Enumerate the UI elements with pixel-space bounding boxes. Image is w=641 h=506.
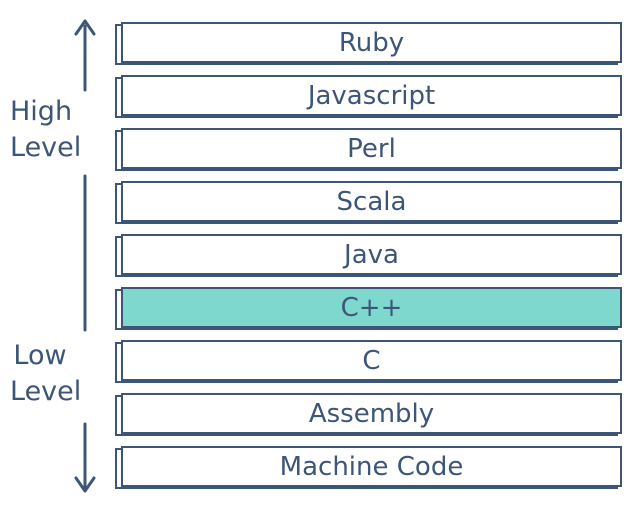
down-arrow-icon [74,476,96,493]
low-level-label-line2: Level [10,376,82,407]
layer-face [121,128,622,169]
layer-face [121,75,622,116]
layer-label: Machine Code [279,451,464,482]
layer-bottom-edge [115,485,618,489]
low-level-label-line1: Low [13,340,67,371]
language-layer: Ruby [115,20,622,65]
layer-face [121,234,622,275]
high-level-label-line2: Level [10,132,82,163]
layer-label: C++ [340,292,403,323]
layer-label: C [362,345,381,376]
layer-face [121,22,622,63]
language-layer: Javascript [115,73,622,118]
low-level-label: Low Level [10,338,82,410]
language-layer: Java [115,232,622,277]
language-layer: Assembly [115,391,622,436]
layer-face [121,446,622,487]
layer-face [121,287,622,328]
layer-label: Javascript [307,80,436,111]
language-layer: Perl [115,126,622,171]
layer-bottom-edge [115,167,618,171]
layer-label: Perl [347,133,396,164]
layer-label: Ruby [338,27,405,58]
layer-bottom-edge [115,379,618,383]
layer-bottom-edge [115,61,618,65]
layer-label: Assembly [308,398,435,429]
layer-bottom-edge [115,114,618,118]
language-layer: Machine Code [115,444,622,489]
layer-bottom-edge [115,326,618,330]
layer-bottom-edge [115,220,618,224]
up-arrow-icon [74,19,96,36]
layer-face [121,340,622,381]
language-layer: C [115,338,622,383]
layer-label: Java [344,239,399,270]
language-layer: C++ [115,285,622,330]
layer-bottom-edge [115,273,618,277]
layer-face [121,181,622,222]
high-level-label: High Level [10,94,82,166]
layer-bottom-edge [115,432,618,436]
high-level-label-line1: High [10,96,73,127]
layer-label: Scala [336,186,407,217]
language-layer: Scala [115,179,622,224]
layer-face [121,393,622,434]
